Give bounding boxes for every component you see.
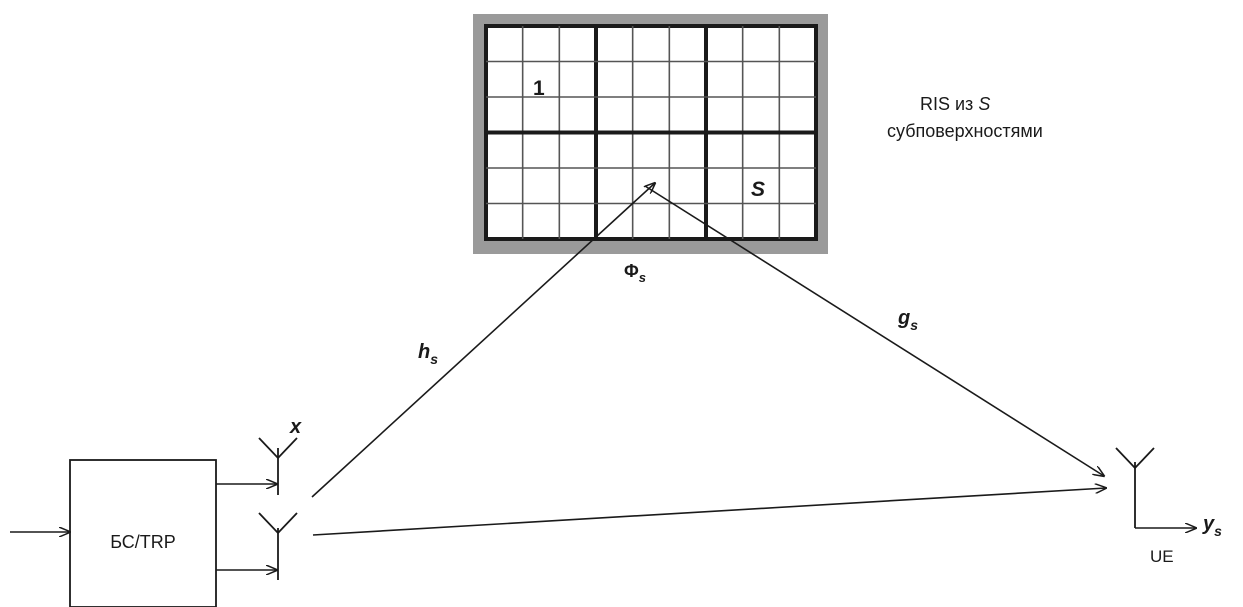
tx-signal-label: x bbox=[289, 416, 302, 438]
channel-g-label: gs bbox=[897, 307, 918, 333]
bs-trp: БС/TRP bbox=[10, 459, 277, 607]
ue-antenna-icon bbox=[1115, 447, 1155, 528]
ris-panel: 1 S bbox=[473, 14, 828, 254]
ris-caption-line2: субповерхностями bbox=[887, 121, 1043, 141]
channel-g-line bbox=[644, 185, 1104, 476]
bs-label: БС/TRP bbox=[110, 532, 176, 552]
bs-antenna-upper-icon bbox=[258, 437, 298, 495]
subsurface-s-label: S bbox=[751, 178, 765, 201]
channel-h-label: hs bbox=[418, 341, 438, 367]
bs-antenna-lower-icon bbox=[258, 512, 298, 580]
direct-link-line bbox=[312, 488, 1106, 536]
rx-signal-label: ys bbox=[1202, 513, 1222, 539]
ris-caption-line1: RIS из S bbox=[920, 94, 990, 114]
ue-label: UE bbox=[1150, 547, 1174, 566]
phase-shift-label: Φs bbox=[624, 261, 646, 285]
channel-h-line bbox=[311, 183, 655, 498]
subsurface-1-label: 1 bbox=[533, 77, 545, 100]
